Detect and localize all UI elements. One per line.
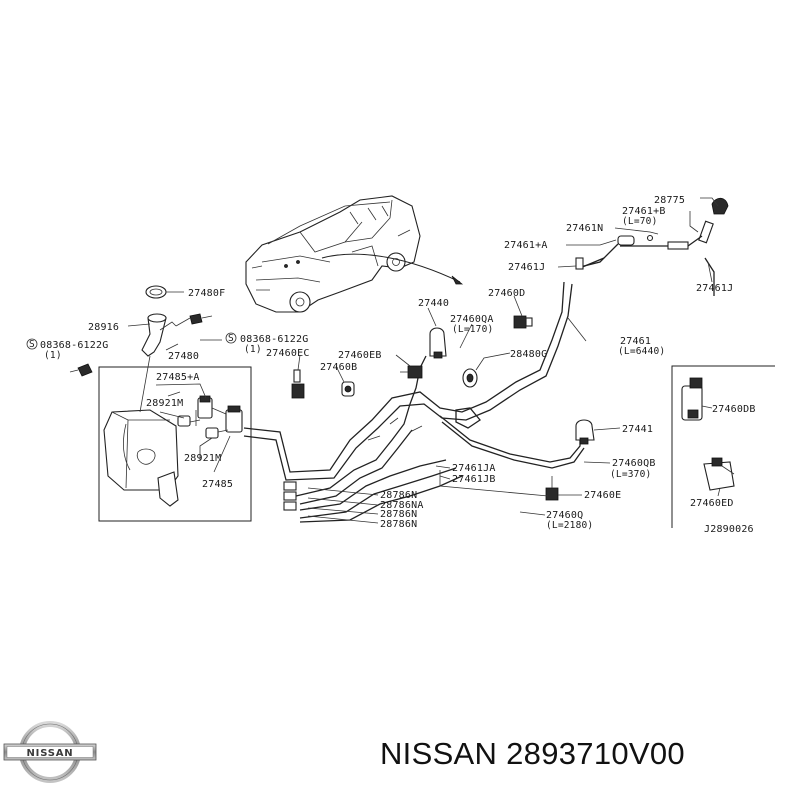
label-28786na: 28786NA (380, 500, 424, 511)
clip-27460db (681, 377, 703, 421)
part-number-title: NISSAN 2893710V00 (380, 736, 685, 771)
label-27460db: 27460DB (712, 404, 756, 415)
rear-nozzle-group (575, 197, 729, 296)
label-28916: 28916 (88, 322, 119, 333)
label-27460qb: 27460QB (612, 458, 656, 469)
label-l6440: (L=6440) (618, 346, 665, 357)
label-27460ec: 27460EC (266, 348, 310, 359)
connector-27460eb (400, 365, 423, 379)
pump-top (177, 395, 243, 439)
symbol-s-right (225, 332, 237, 344)
label-27480f: 27480F (188, 288, 225, 299)
symbol-s-left (26, 338, 38, 350)
callout-arrow (321, 253, 461, 283)
nozzle-27441 (575, 419, 595, 445)
label-27441: 27441 (622, 424, 653, 435)
label-28786n-3: 28786N (380, 519, 417, 530)
label-28921m-bottom: 28921M (184, 453, 221, 464)
tank-group-frame (98, 366, 252, 522)
label-27461: 27461 (620, 336, 651, 347)
bolt-left (69, 363, 93, 377)
connector-27460ec (291, 369, 305, 399)
connector-27460e (545, 476, 559, 501)
bolt-28916 (189, 313, 213, 325)
logo-wordmark: NISSAN (27, 748, 74, 759)
label-27480: 27480 (168, 351, 199, 362)
label-l2180: (L=2180) (546, 520, 593, 531)
label-27460e: 27460E (584, 490, 621, 501)
label-28775: 28775 (654, 195, 685, 206)
label-27460d: 27460D (488, 288, 525, 299)
label-08368-right: 08368-6122G (240, 334, 308, 345)
svg-text:S: S (29, 339, 35, 350)
clip-27460d (513, 315, 533, 329)
label-27485-a: 27485+A (156, 372, 200, 383)
label-28480g: 28480G (510, 349, 547, 360)
inset-frame (671, 365, 775, 528)
nissan-logo: NISSAN (3, 721, 97, 783)
washer-tank (103, 409, 179, 507)
label-l70: (L=70) (622, 216, 658, 227)
label-27460qa: 27460QA (450, 314, 494, 325)
part-labels: 28775 27461+B (L=70) 27461N 27461+A 2746… (26, 195, 756, 535)
grommet-28480g (462, 368, 478, 388)
label-08368-right-qty: (1) (244, 344, 262, 355)
label-27460b: 27460B (320, 362, 357, 373)
label-27460eb: 27460EB (338, 350, 382, 361)
label-28786n-2: 28786N (380, 509, 417, 520)
label-08368-left-qty: (1) (44, 350, 62, 361)
label-27461n: 27461N (566, 223, 603, 234)
connector-27460b (341, 381, 355, 397)
reference-code: J2890026 (704, 524, 754, 535)
label-27485: 27485 (202, 479, 233, 490)
label-l370: (L=370) (610, 469, 651, 480)
vehicle-illustration (245, 195, 421, 313)
label-l170: (L=170) (452, 324, 493, 335)
label-27461j-right: 27461J (696, 283, 733, 294)
svg-text:S: S (228, 333, 234, 344)
label-27461-a: 27461+A (504, 240, 548, 251)
label-27440: 27440 (418, 298, 449, 309)
label-28786n-1: 28786N (380, 490, 417, 501)
label-28921m-top: 28921M (146, 398, 183, 409)
label-27461j-left: 27461J (508, 262, 545, 273)
label-27461jb: 27461JB (452, 474, 496, 485)
label-08368-left: 08368-6122G (40, 340, 108, 351)
label-27461ja: 27461JA (452, 463, 496, 474)
label-27460q: 27460Q (546, 510, 583, 521)
label-27460ed: 27460ED (690, 498, 734, 509)
arrow-head (451, 275, 464, 285)
hose-bundle (243, 281, 585, 523)
filler-neck (139, 285, 177, 413)
connector-stack (283, 481, 297, 511)
label-27461-b: 27461+B (622, 206, 666, 217)
nozzle-27440 (429, 327, 447, 359)
clip-27460ed (703, 457, 735, 491)
